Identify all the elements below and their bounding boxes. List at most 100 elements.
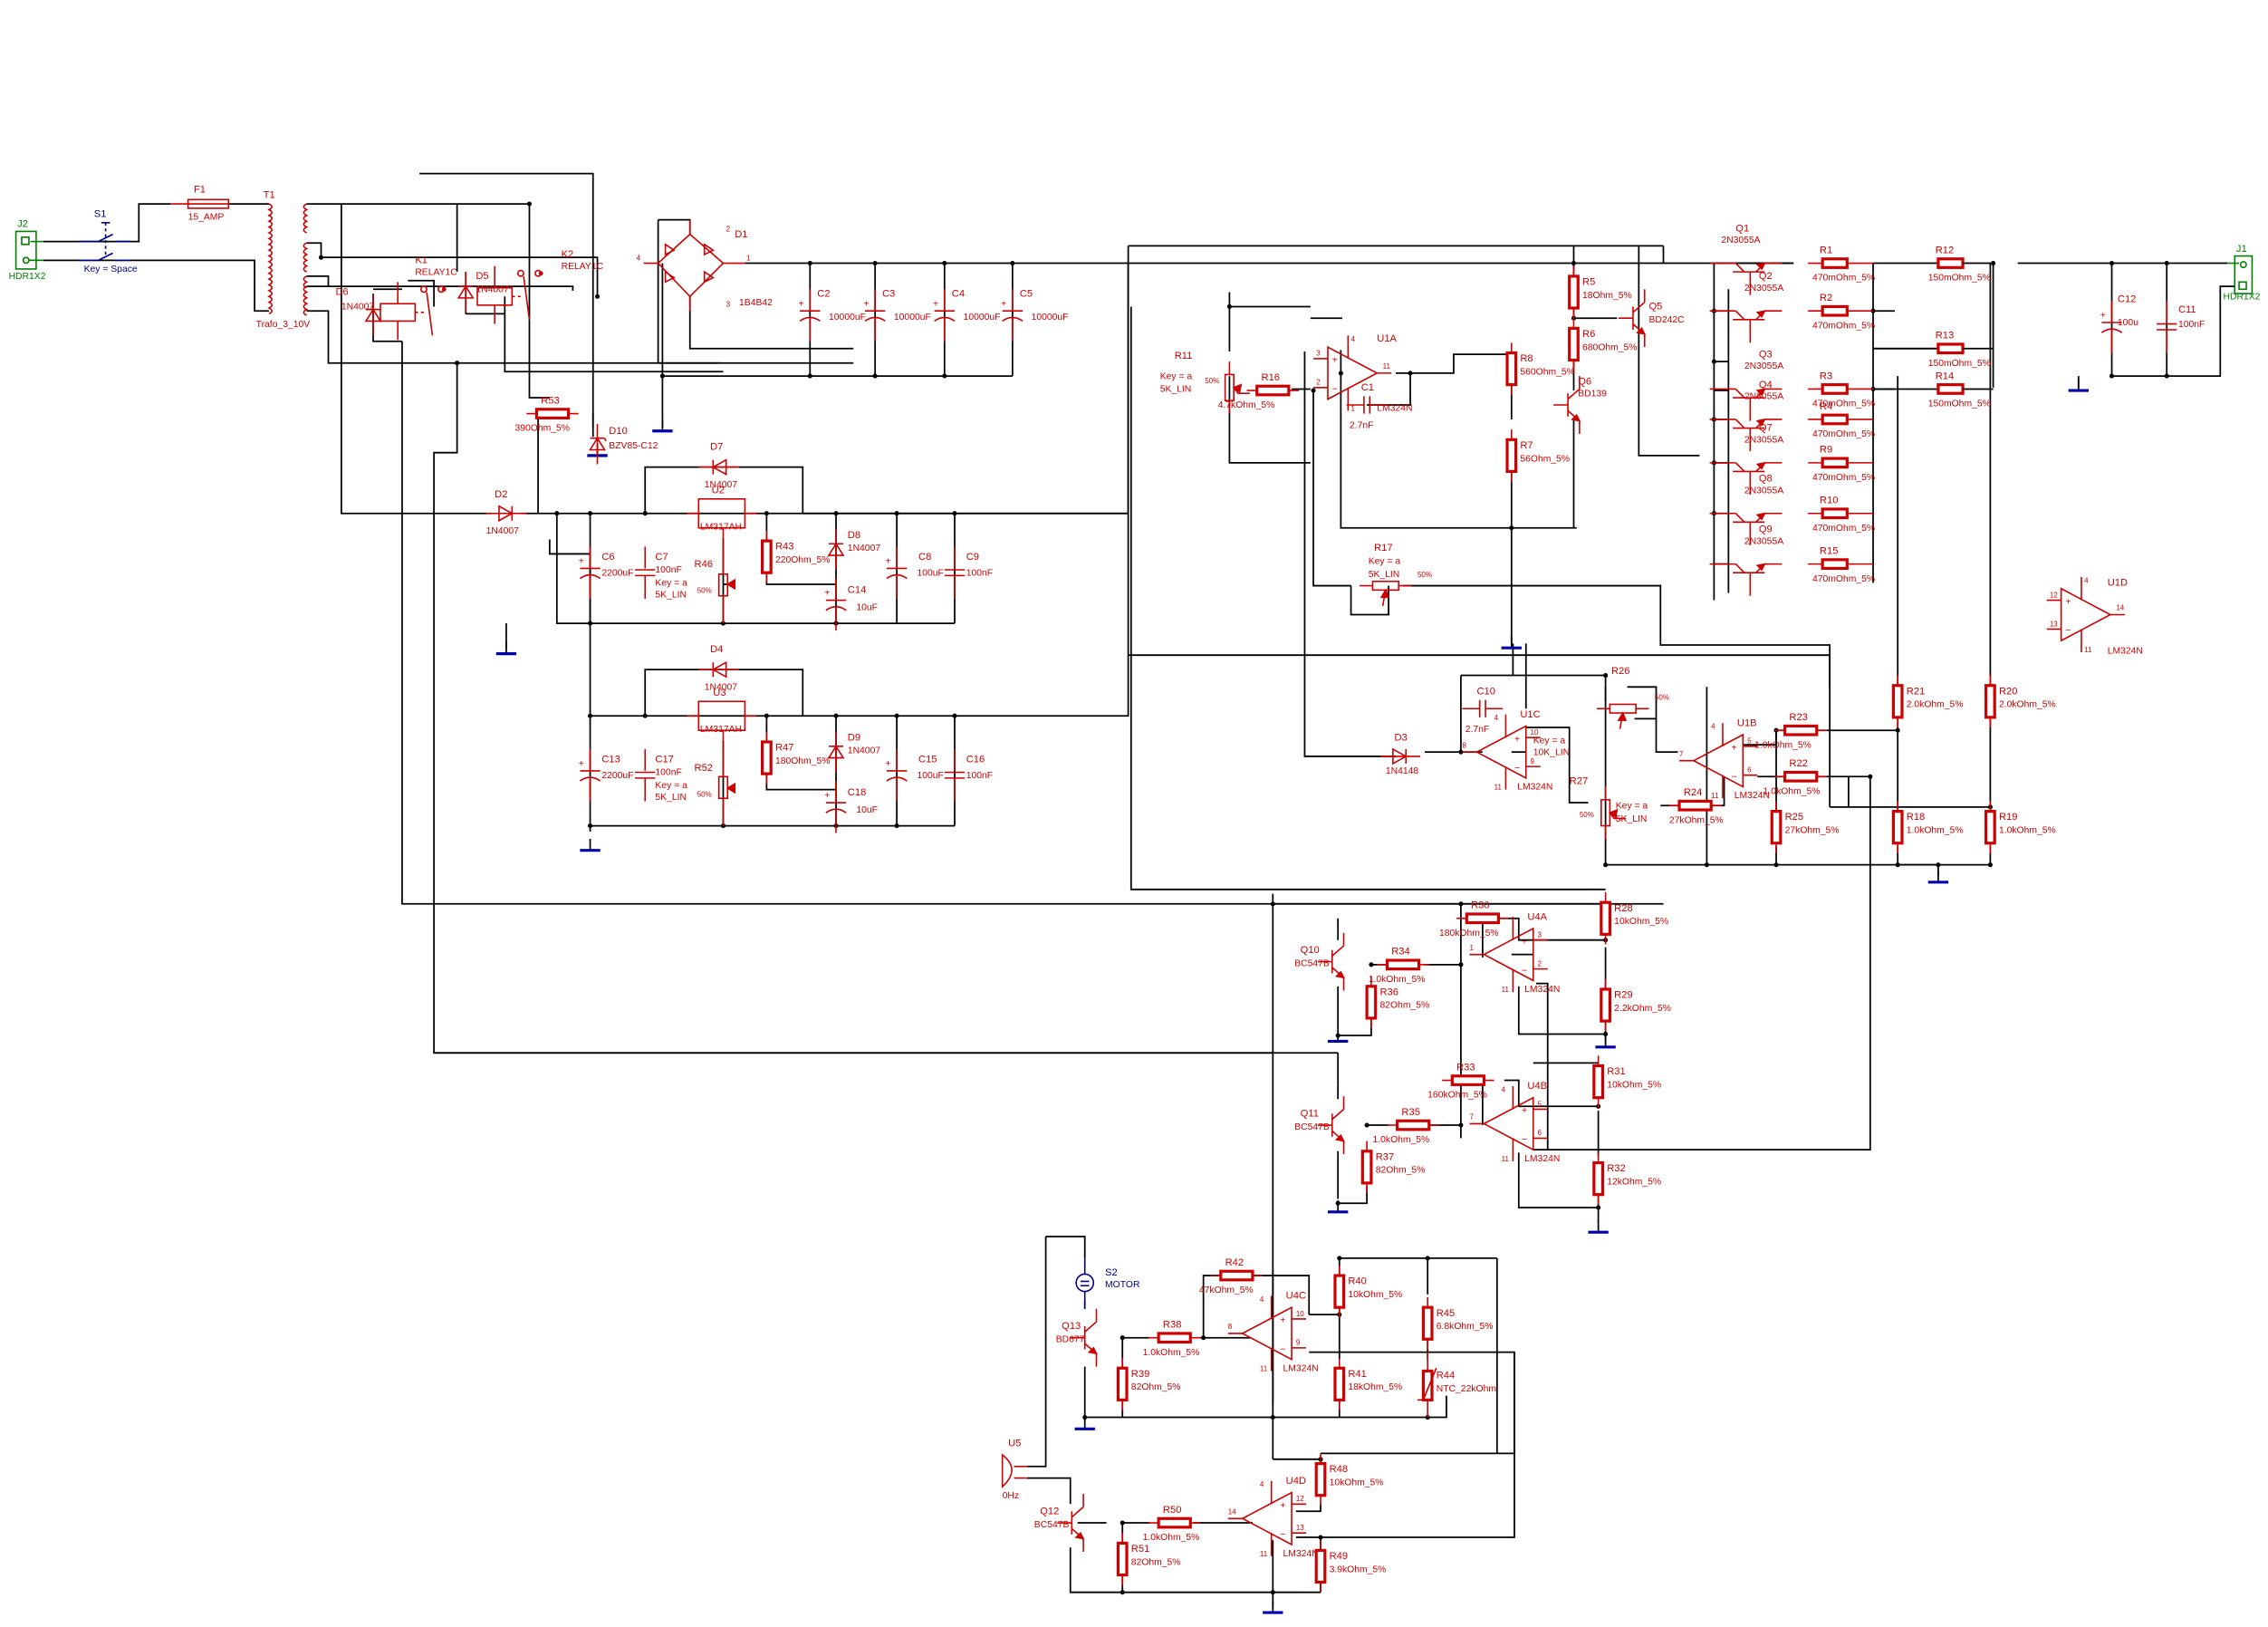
motor-s2[interactable]: S2MOTOR — [1075, 1257, 1139, 1309]
connector-j1[interactable]: J1HDR1X2 — [2223, 244, 2260, 303]
capacitor-c12[interactable]: +C12100u — [2100, 294, 2138, 353]
capacitor-c7[interactable]: C7100nF — [635, 546, 682, 599]
transistor-q9[interactable]: Q92N3055A — [1709, 524, 1784, 596]
resistor-r35[interactable]: R351.0kOhm_5% — [1372, 1107, 1439, 1145]
diode-d3[interactable]: D31N4148 — [1379, 732, 1421, 776]
diode-d2[interactable]: D21N4007 — [485, 489, 527, 536]
resistor-r6[interactable]: R6680Ohm_5% — [1568, 318, 1638, 371]
transistor-q12[interactable]: Q12BC547B — [1034, 1494, 1085, 1552]
transistor-q7[interactable]: Q72N3055A — [1709, 423, 1784, 495]
opamp-u4b[interactable]: +−U4BLM324N567411 — [1469, 1081, 1560, 1164]
resistor-r23[interactable]: R231.0kOhm_5% — [1754, 712, 1827, 750]
resistor-r21[interactable]: R212.0kOhm_5% — [1891, 675, 1964, 728]
transistor-q8[interactable]: Q82N3055A — [1709, 474, 1784, 545]
transistor-q2[interactable]: Q22N3055A — [1709, 271, 1784, 343]
resistor-r37[interactable]: R3782Ohm_5% — [1360, 1141, 1425, 1194]
capacitor-c11[interactable]: C11100nF — [2157, 301, 2205, 353]
resistor-r40[interactable]: R4010kOhm_5% — [1333, 1265, 1402, 1318]
transistor-q10[interactable]: Q10BC547B — [1294, 932, 1346, 991]
resistor-r31[interactable]: R3110kOhm_5% — [1592, 1055, 1661, 1108]
transistor-q1[interactable]: Q12N3055A — [1709, 223, 1783, 295]
transistor-q4[interactable]: Q42N3055A — [1709, 380, 1784, 452]
capacitor-c18[interactable]: +C1810uF — [824, 781, 878, 833]
diode-d5[interactable]: D51N4007 — [456, 271, 509, 313]
resistor-r39[interactable]: R3982Ohm_5% — [1116, 1358, 1181, 1410]
resistor-r9[interactable]: R9470mOhm_5% — [1808, 445, 1875, 483]
resistor-r4[interactable]: R4470mOhm_5% — [1808, 401, 1875, 439]
potentiometer-r46[interactable]: R4650% — [695, 537, 736, 624]
capacitor-c14[interactable]: +C1410uF — [824, 578, 878, 631]
capacitor-c6[interactable]: +C62200uF — [579, 546, 634, 599]
resistor-r25[interactable]: R2527kOhm_5% — [1770, 801, 1840, 853]
regulator-u3[interactable]: U3LM317AH — [687, 688, 757, 741]
opamp-u1b[interactable]: +−U1BLM324N567411 — [1679, 717, 1770, 801]
fuse-f1[interactable]: F115_AMP — [170, 184, 230, 223]
diode-d4[interactable]: D41N4007 — [698, 644, 740, 693]
transistor-q11[interactable]: Q11BC547B — [1294, 1096, 1346, 1154]
resistor-r16[interactable]: R164.7kOhm_5% — [1218, 372, 1300, 410]
diode-d9[interactable]: D91N4007 — [827, 731, 880, 773]
capacitor-c10[interactable]: C102.7nF — [1462, 686, 1504, 735]
transformer-t1[interactable]: T1Trafo_3_10V — [256, 190, 311, 330]
resistor-r24[interactable]: R2427kOhm_5% — [1669, 787, 1724, 825]
opamp-u1a[interactable]: +−U1ALM324N432111 — [1313, 333, 1412, 414]
relay-k2[interactable]: K2RELAY1C — [476, 249, 604, 324]
diode-d8[interactable]: D81N4007 — [827, 529, 880, 570]
capacitor-c17[interactable]: C17100nF — [635, 748, 682, 802]
potentiometer-r26[interactable]: R2650% — [1597, 666, 1669, 729]
capacitor-c16[interactable]: C16100nF — [944, 748, 993, 802]
capacitor-c15[interactable]: +C15100uF — [885, 748, 944, 802]
resistor-r34[interactable]: R341.0kOhm_5% — [1369, 947, 1429, 985]
resistor-r41[interactable]: R4118kOhm_5% — [1333, 1358, 1402, 1410]
resistor-r30[interactable]: R30180kOhm_5% — [1439, 900, 1509, 939]
resistor-r45[interactable]: R456.8kOhm_5% — [1421, 1297, 1494, 1350]
resistor-r51[interactable]: R5182Ohm_5% — [1116, 1533, 1181, 1585]
capacitor-c13[interactable]: +C132200uF — [579, 748, 634, 802]
regulator-u2[interactable]: U2LM317AH — [687, 485, 757, 538]
diode-d6[interactable]: D61N4007 — [335, 287, 382, 336]
resistor-r43[interactable]: R43220Ohm_5% — [760, 530, 831, 583]
resistor-r29[interactable]: R292.2kOhm_5% — [1600, 978, 1671, 1032]
potentiometer-r52[interactable]: R5250% — [695, 740, 736, 826]
resistor-r53[interactable]: R53390Ohm_5% — [515, 395, 579, 434]
capacitor-c8[interactable]: +C8100uF — [885, 546, 944, 599]
resistor-r32[interactable]: R3212kOhm_5% — [1592, 1152, 1661, 1205]
resistor-r10[interactable]: R10470mOhm_5% — [1808, 496, 1875, 534]
potentiometer-r11[interactable]: R11Key = a5K_LIN50% — [1160, 351, 1250, 414]
switch-s1[interactable]: S1Key = Space — [79, 208, 138, 274]
diode-d7[interactable]: D71N4007 — [698, 441, 740, 490]
resistor-r19[interactable]: R191.0kOhm_5% — [1985, 801, 2056, 853]
resistor-r3[interactable]: R3470mOhm_5% — [1808, 371, 1875, 409]
resistor-r5[interactable]: R518Ohm_5% — [1568, 265, 1632, 319]
resistor-r2[interactable]: R2470mOhm_5% — [1808, 293, 1875, 331]
opamp-u1d[interactable]: +−U1DLM324N412131411 — [2046, 576, 2143, 657]
bridge-rectifier-d1[interactable]: D11B4B421234 — [637, 219, 773, 312]
capacitor-c3[interactable]: +C310000uF — [863, 288, 931, 342]
resistor-r14[interactable]: R14150mOhm_5% — [1873, 371, 1994, 409]
resistor-r50[interactable]: R501.0kOhm_5% — [1143, 1505, 1201, 1543]
resistor-r28[interactable]: R2810kOhm_5% — [1600, 892, 1668, 945]
resistor-r38[interactable]: R381.0kOhm_5% — [1143, 1320, 1201, 1358]
resistor-r18[interactable]: R181.0kOhm_5% — [1891, 801, 1964, 853]
resistor-r12[interactable]: R12150mOhm_5% — [1873, 245, 1994, 284]
transistor-q13[interactable]: Q13BD677 — [1056, 1308, 1098, 1367]
resistor-r36[interactable]: R3682Ohm_5% — [1365, 976, 1429, 1029]
opamp-u4c[interactable]: +−U4CLM324N1098411 — [1227, 1291, 1319, 1374]
resistor-r33[interactable]: R33160kOhm_5% — [1427, 1062, 1494, 1101]
resistor-r8[interactable]: R8560Ohm_5% — [1505, 342, 1575, 395]
transistor-q3[interactable]: Q32N3055A — [1709, 349, 1784, 421]
resistor-r47[interactable]: R47180Ohm_5% — [760, 731, 831, 785]
connector-j2[interactable]: J2HDR1X2 — [9, 219, 46, 282]
resistor-r48[interactable]: R4810kOhm_5% — [1314, 1453, 1383, 1506]
opamp-u4d[interactable]: +−U4DLM324N121314411 — [1227, 1476, 1319, 1559]
resistor-r49[interactable]: R493.9kOhm_5% — [1314, 1540, 1386, 1593]
resistor-r15[interactable]: R15470mOhm_5% — [1808, 545, 1875, 584]
capacitor-c9[interactable]: C9100nF — [944, 546, 993, 599]
zener-d10[interactable]: D10BZV85-C12 — [589, 423, 658, 465]
buzzer-u5[interactable]: U50Hz — [1001, 1438, 1027, 1501]
thermistor-r44[interactable]: R44NTC_22kOhm — [1418, 1352, 1496, 1418]
resistor-r7[interactable]: R756Ohm_5% — [1505, 429, 1570, 482]
capacitor-c5[interactable]: +C510000uF — [1001, 288, 1069, 342]
capacitor-c4[interactable]: +C410000uF — [933, 288, 1000, 342]
resistor-r22[interactable]: R221.0kOhm_5% — [1763, 758, 1827, 796]
